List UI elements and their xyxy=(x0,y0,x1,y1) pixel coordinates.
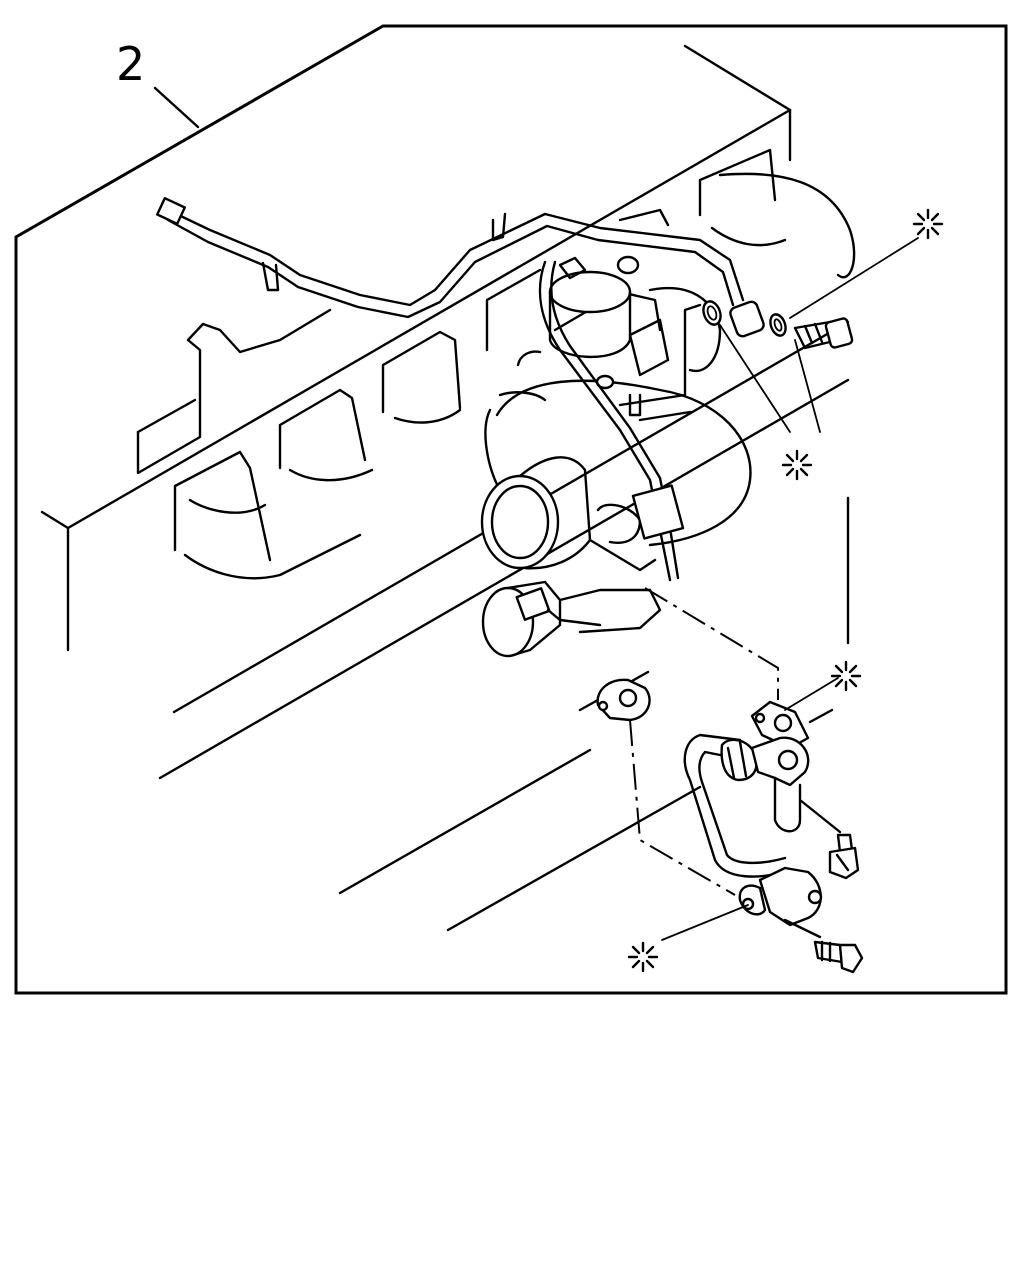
asterisk-symbol-middle xyxy=(781,449,813,481)
upper-leaders xyxy=(719,237,919,433)
lower-bolts xyxy=(813,833,864,974)
callout-label-2: 2 xyxy=(116,37,145,91)
oil-return-assembly xyxy=(596,587,842,939)
upper-banjo-bolt xyxy=(793,317,854,350)
callout-leader xyxy=(153,86,200,129)
turbocharger xyxy=(480,255,752,658)
asterisk-symbol-upper xyxy=(912,208,944,240)
lower-leaders xyxy=(661,677,839,941)
asterisk-symbol-gasket xyxy=(830,660,862,692)
upper-sealing-washers xyxy=(702,300,787,337)
asterisk-symbol-lower xyxy=(627,941,659,973)
exhaust-manifold xyxy=(173,148,856,580)
oil-feed-pipe xyxy=(156,196,765,338)
mounting-bracket xyxy=(136,308,332,475)
